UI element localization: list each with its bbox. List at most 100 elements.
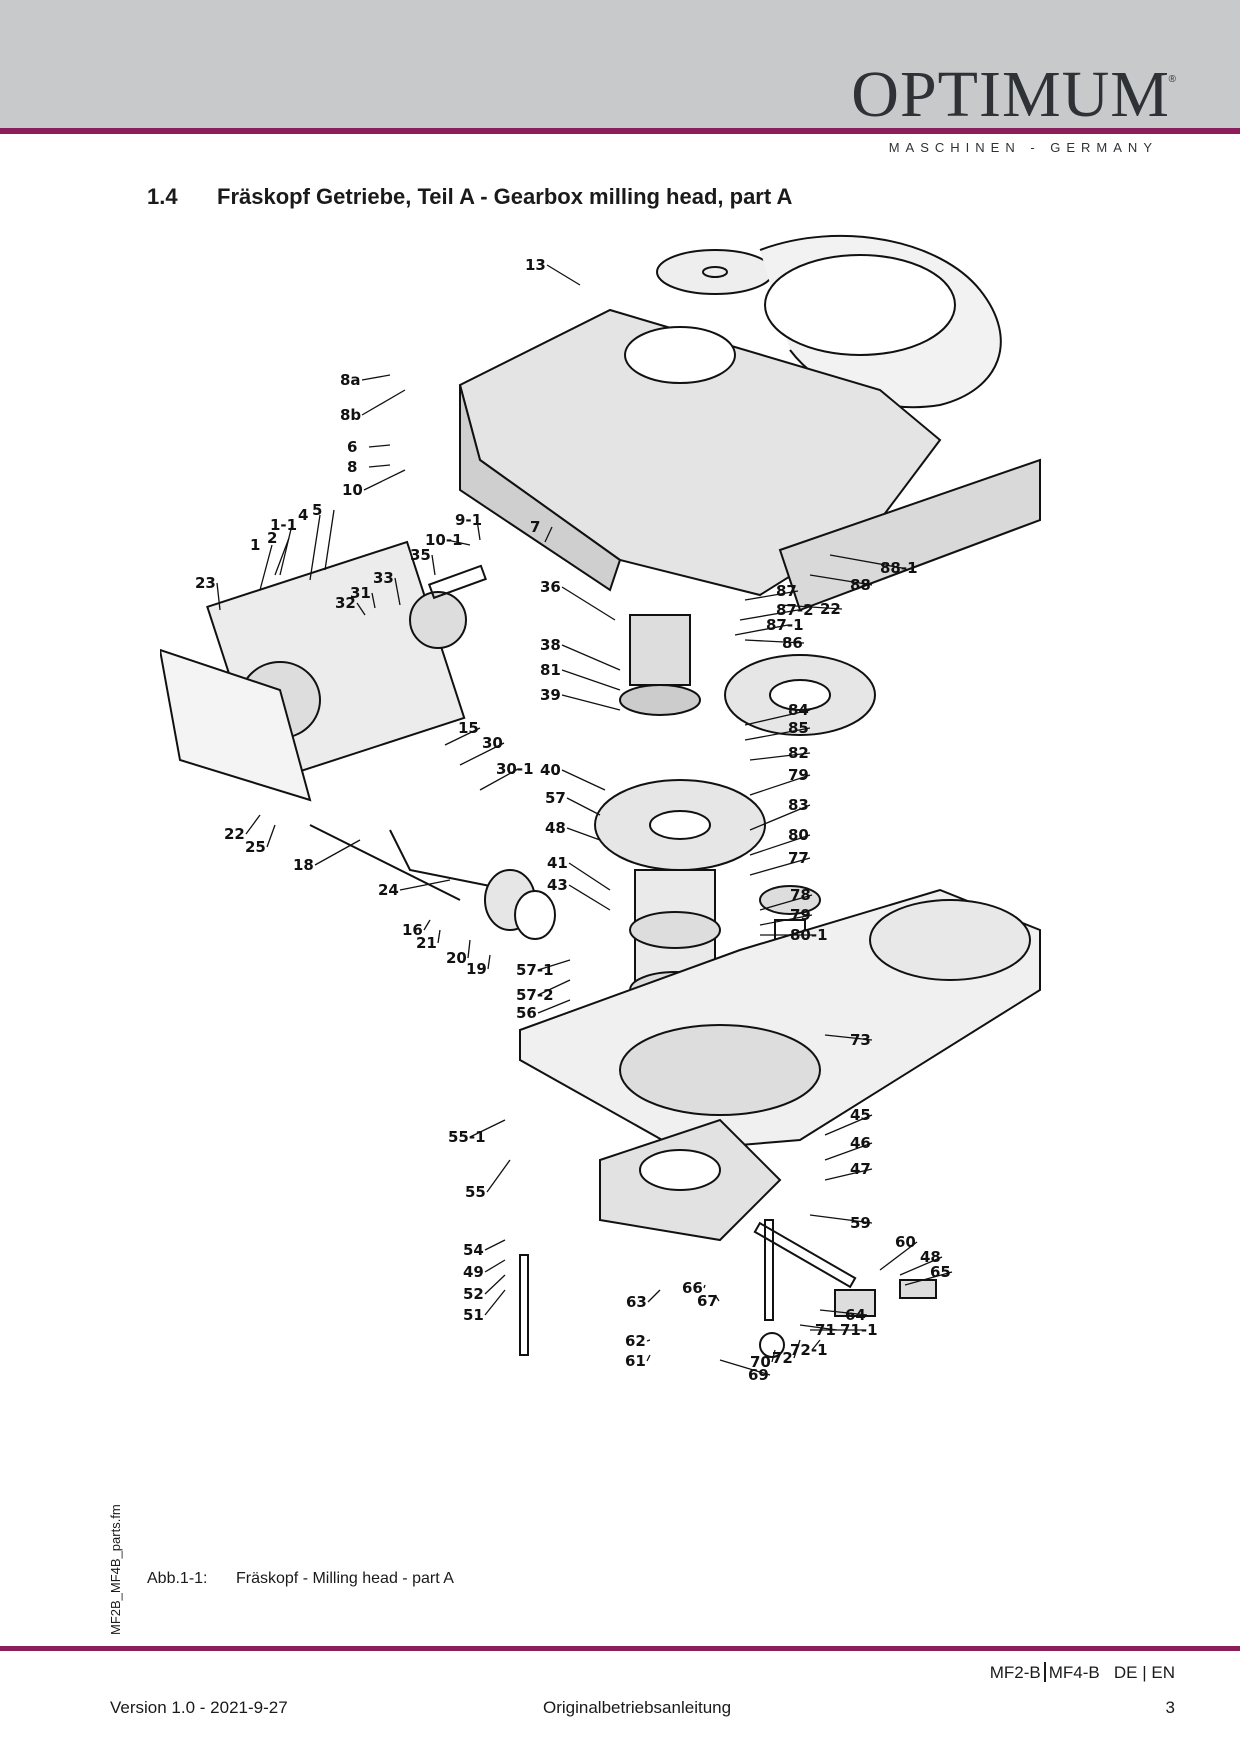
callout-line	[647, 1289, 661, 1303]
header-band	[0, 0, 1240, 128]
callout-line	[537, 999, 571, 1014]
callout-line	[561, 669, 621, 691]
part-label: 46	[850, 1134, 871, 1152]
part-label: 36	[540, 578, 561, 596]
callout-line	[749, 834, 811, 856]
callout-line	[399, 879, 451, 891]
part-label: 7	[530, 518, 540, 536]
part-label: 6	[347, 438, 357, 456]
part-label: 2	[267, 529, 277, 547]
part-label: 71	[815, 1321, 836, 1339]
footer-rule	[0, 1646, 1240, 1651]
caption-text: Fräskopf - Milling head - part A	[236, 1570, 454, 1587]
part-label: 32	[335, 594, 356, 612]
part-label: 71-1	[840, 1321, 878, 1339]
callout-line	[356, 602, 366, 616]
part-label: 40	[540, 761, 561, 779]
callout-line	[829, 554, 903, 569]
part-label: 59	[850, 1214, 871, 1232]
callout-line	[484, 1274, 506, 1295]
registered-mark: ®	[1168, 74, 1176, 85]
model-separator	[1043, 1662, 1046, 1682]
figure-caption: Abb.1-1: Fräskopf - Milling head - part A	[147, 1570, 454, 1588]
model-b: MF4-B	[1048, 1663, 1100, 1682]
callout-line	[646, 1354, 651, 1362]
callout-line	[368, 464, 391, 468]
callout-line	[646, 1339, 651, 1342]
part-label: 87-2	[776, 601, 814, 619]
callout-line	[824, 1142, 873, 1161]
callout-line	[266, 824, 276, 848]
part-label: 64	[845, 1306, 866, 1324]
callout-line	[486, 1159, 511, 1193]
callout-line	[314, 839, 361, 866]
callout-line	[394, 577, 401, 606]
callout-line	[484, 1289, 506, 1316]
part-label: 9-1	[455, 511, 482, 529]
callout-line	[309, 514, 321, 581]
part-label: 85	[788, 719, 809, 737]
callout-line	[771, 1349, 776, 1363]
callout-line	[446, 539, 471, 546]
part-label: 77	[788, 849, 809, 867]
callout-line	[809, 574, 873, 586]
callout-line	[749, 774, 811, 796]
part-label: 20	[446, 949, 467, 967]
callout-line	[759, 914, 813, 926]
section-heading: 1.4 Fräskopf Getriebe, Teil A - Gearbox m…	[147, 184, 792, 210]
callout-line	[371, 592, 376, 609]
part-label: 67	[697, 1292, 718, 1310]
page-number: 3	[1165, 1698, 1175, 1717]
part-label: 22	[820, 600, 841, 618]
callout-line	[484, 1259, 506, 1273]
part-label: 10	[342, 481, 363, 499]
callout-line	[824, 1034, 873, 1041]
callout-line	[566, 827, 601, 841]
callout-line	[899, 1256, 943, 1276]
header-rule	[0, 128, 1240, 134]
callout-line	[703, 1284, 706, 1289]
callout-line	[361, 389, 406, 416]
callout-line	[719, 1359, 771, 1376]
part-label: 84	[788, 701, 809, 719]
part-label: 63	[626, 1293, 647, 1311]
callout-line	[759, 894, 813, 911]
part-label: 79	[788, 766, 809, 784]
callout-line	[537, 979, 571, 996]
section-number: 1.4	[147, 184, 178, 209]
part-label: 83	[788, 796, 809, 814]
part-label: 72	[772, 1349, 793, 1367]
part-label: 57-2	[516, 986, 554, 1004]
part-label: 41	[547, 854, 568, 872]
part-label: 88	[850, 576, 871, 594]
callout-line	[459, 742, 505, 766]
callout-line	[749, 857, 811, 876]
callout-line	[793, 1339, 801, 1359]
part-label: 21	[416, 934, 437, 952]
callout-line	[361, 374, 391, 381]
callout-line	[324, 509, 335, 571]
part-label: 8a	[340, 371, 361, 389]
caption-label: Abb.1-1:	[147, 1570, 208, 1587]
callout-line	[487, 954, 491, 970]
callout-line	[259, 544, 273, 591]
part-label: 87	[776, 582, 797, 600]
part-label: 5	[312, 501, 322, 519]
part-label: 19	[466, 960, 487, 978]
part-label: 70	[750, 1353, 771, 1371]
section-title: Fräskopf Getriebe, Teil A - Gearbox mill…	[217, 184, 793, 209]
part-label: 31	[350, 584, 371, 602]
part-label: 86	[782, 634, 803, 652]
part-label: 30	[482, 734, 503, 752]
part-label: 30-1	[496, 760, 534, 778]
part-label: 35	[410, 546, 431, 564]
callout-line	[444, 727, 481, 746]
part-label: 78	[790, 886, 811, 904]
callout-line	[561, 769, 606, 791]
part-label: 88-1	[880, 559, 918, 577]
callout-line	[479, 768, 519, 791]
part-label: 57	[545, 789, 566, 807]
callout-line	[363, 469, 406, 491]
callout-line	[879, 1241, 918, 1271]
